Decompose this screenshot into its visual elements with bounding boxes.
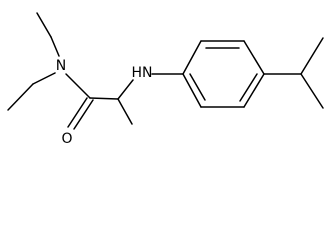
- bond-n-carbonyl-c: [65, 73, 91, 99]
- atom-label-amine-hn: HN: [132, 65, 153, 81]
- bond-isopropyl-methyl-down: [300, 73, 324, 109]
- ring-bond-6: [182, 73, 202, 108]
- bond-alpha-c-nh: [117, 79, 134, 100]
- bond-ethyl2-ch2-ch3: [7, 83, 34, 111]
- atom-label-carbonyl-o: O: [61, 131, 72, 147]
- molecule-structure: N O HN: [7, 12, 324, 147]
- ring-inner-double-2: [239, 73, 258, 102]
- structure-canvas: N O HN: [7, 12, 324, 147]
- ring-bond-4: [243, 73, 265, 108]
- bond-ethyl1-ch2-n: [50, 36, 60, 57]
- ring-bond-3: [243, 40, 265, 75]
- bond-alpha-c-methyl: [117, 98, 133, 125]
- bond-isopropyl-methyl-up: [300, 37, 324, 75]
- bond-carbonyl-double-b: [73, 99, 94, 130]
- bond-carbonyl-double-a: [67, 97, 88, 128]
- bond-ethyl1-ch3-ch2: [36, 12, 52, 38]
- ring-inner-double-3: [189, 73, 206, 101]
- ring-bond-1: [182, 40, 202, 75]
- bond-carbonyl-c-alpha-c: [89, 97, 119, 100]
- atom-label-amide-n: N: [56, 58, 66, 74]
- bond-n-ethyl2-ch2: [32, 72, 56, 85]
